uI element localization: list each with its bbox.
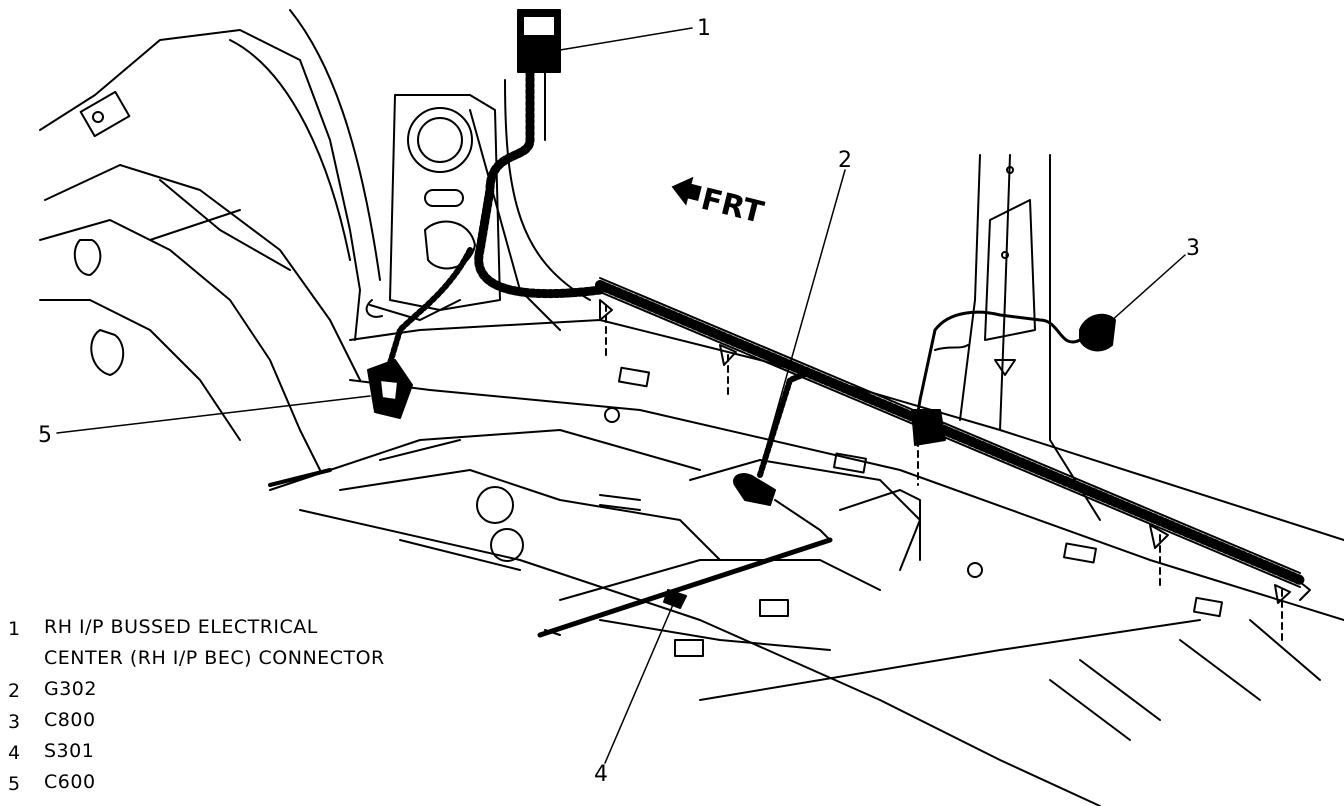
bec-harness bbox=[365, 9, 605, 383]
c600-connector-shape bbox=[367, 359, 413, 419]
callout-1: 1 bbox=[697, 16, 711, 41]
legend-label: C800 bbox=[44, 709, 96, 731]
callout-2: 2 bbox=[838, 148, 852, 173]
b-pillar bbox=[959, 154, 1101, 521]
legend-number: 5 bbox=[8, 773, 21, 795]
legend-item-2: 2 G302 bbox=[8, 678, 385, 711]
legend-number: 1 bbox=[8, 618, 21, 640]
legend-item-4: 4 S301 bbox=[8, 740, 385, 773]
front-label: FRT bbox=[697, 181, 767, 231]
leader-lines bbox=[56, 27, 1186, 764]
legend-label: G302 bbox=[44, 678, 97, 700]
component-legend: 1 RH I/P BUSSED ELECTRICAL CENTER (RH I/… bbox=[8, 616, 385, 804]
callout-5: 5 bbox=[38, 423, 52, 448]
legend-label: RH I/P BUSSED ELECTRICAL CENTER (RH I/P … bbox=[44, 616, 385, 669]
floor-pan bbox=[268, 319, 1344, 806]
kick-panel bbox=[229, 9, 591, 331]
rocker-harness bbox=[595, 277, 1311, 641]
c800-connector-shape bbox=[911, 310, 1116, 446]
legend-number: 4 bbox=[8, 742, 21, 764]
legend-item-1: 1 RH I/P BUSSED ELECTRICAL CENTER (RH I/… bbox=[8, 616, 385, 680]
legend-label: C600 bbox=[44, 771, 96, 793]
legend-item-5: 5 C600 bbox=[8, 771, 385, 804]
callout-4: 4 bbox=[594, 762, 608, 787]
legend-number: 3 bbox=[8, 711, 21, 733]
legend-label: S301 bbox=[44, 740, 95, 762]
g302-ground-shape bbox=[537, 369, 833, 638]
legend-item-3: 3 C800 bbox=[8, 709, 385, 742]
legend-number: 2 bbox=[8, 680, 21, 702]
callout-3: 3 bbox=[1186, 236, 1200, 261]
left-body-panel bbox=[39, 29, 361, 471]
